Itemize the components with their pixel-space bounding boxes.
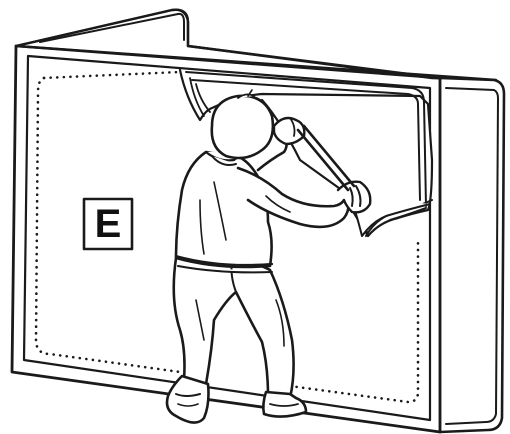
panel-right-side — [438, 76, 506, 434]
film-dotted-outline — [34, 76, 182, 374]
scraper-tool-icon — [296, 124, 356, 192]
panel-inner-frame — [22, 54, 432, 422]
worker-head — [210, 94, 275, 160]
panel-top-face — [14, 8, 498, 82]
step-label-box — [82, 197, 134, 251]
worker-legs — [172, 256, 295, 400]
worker-left-shoe — [165, 374, 210, 424]
step-label-letter: E — [94, 202, 122, 246]
worker-figure — [165, 89, 372, 424]
